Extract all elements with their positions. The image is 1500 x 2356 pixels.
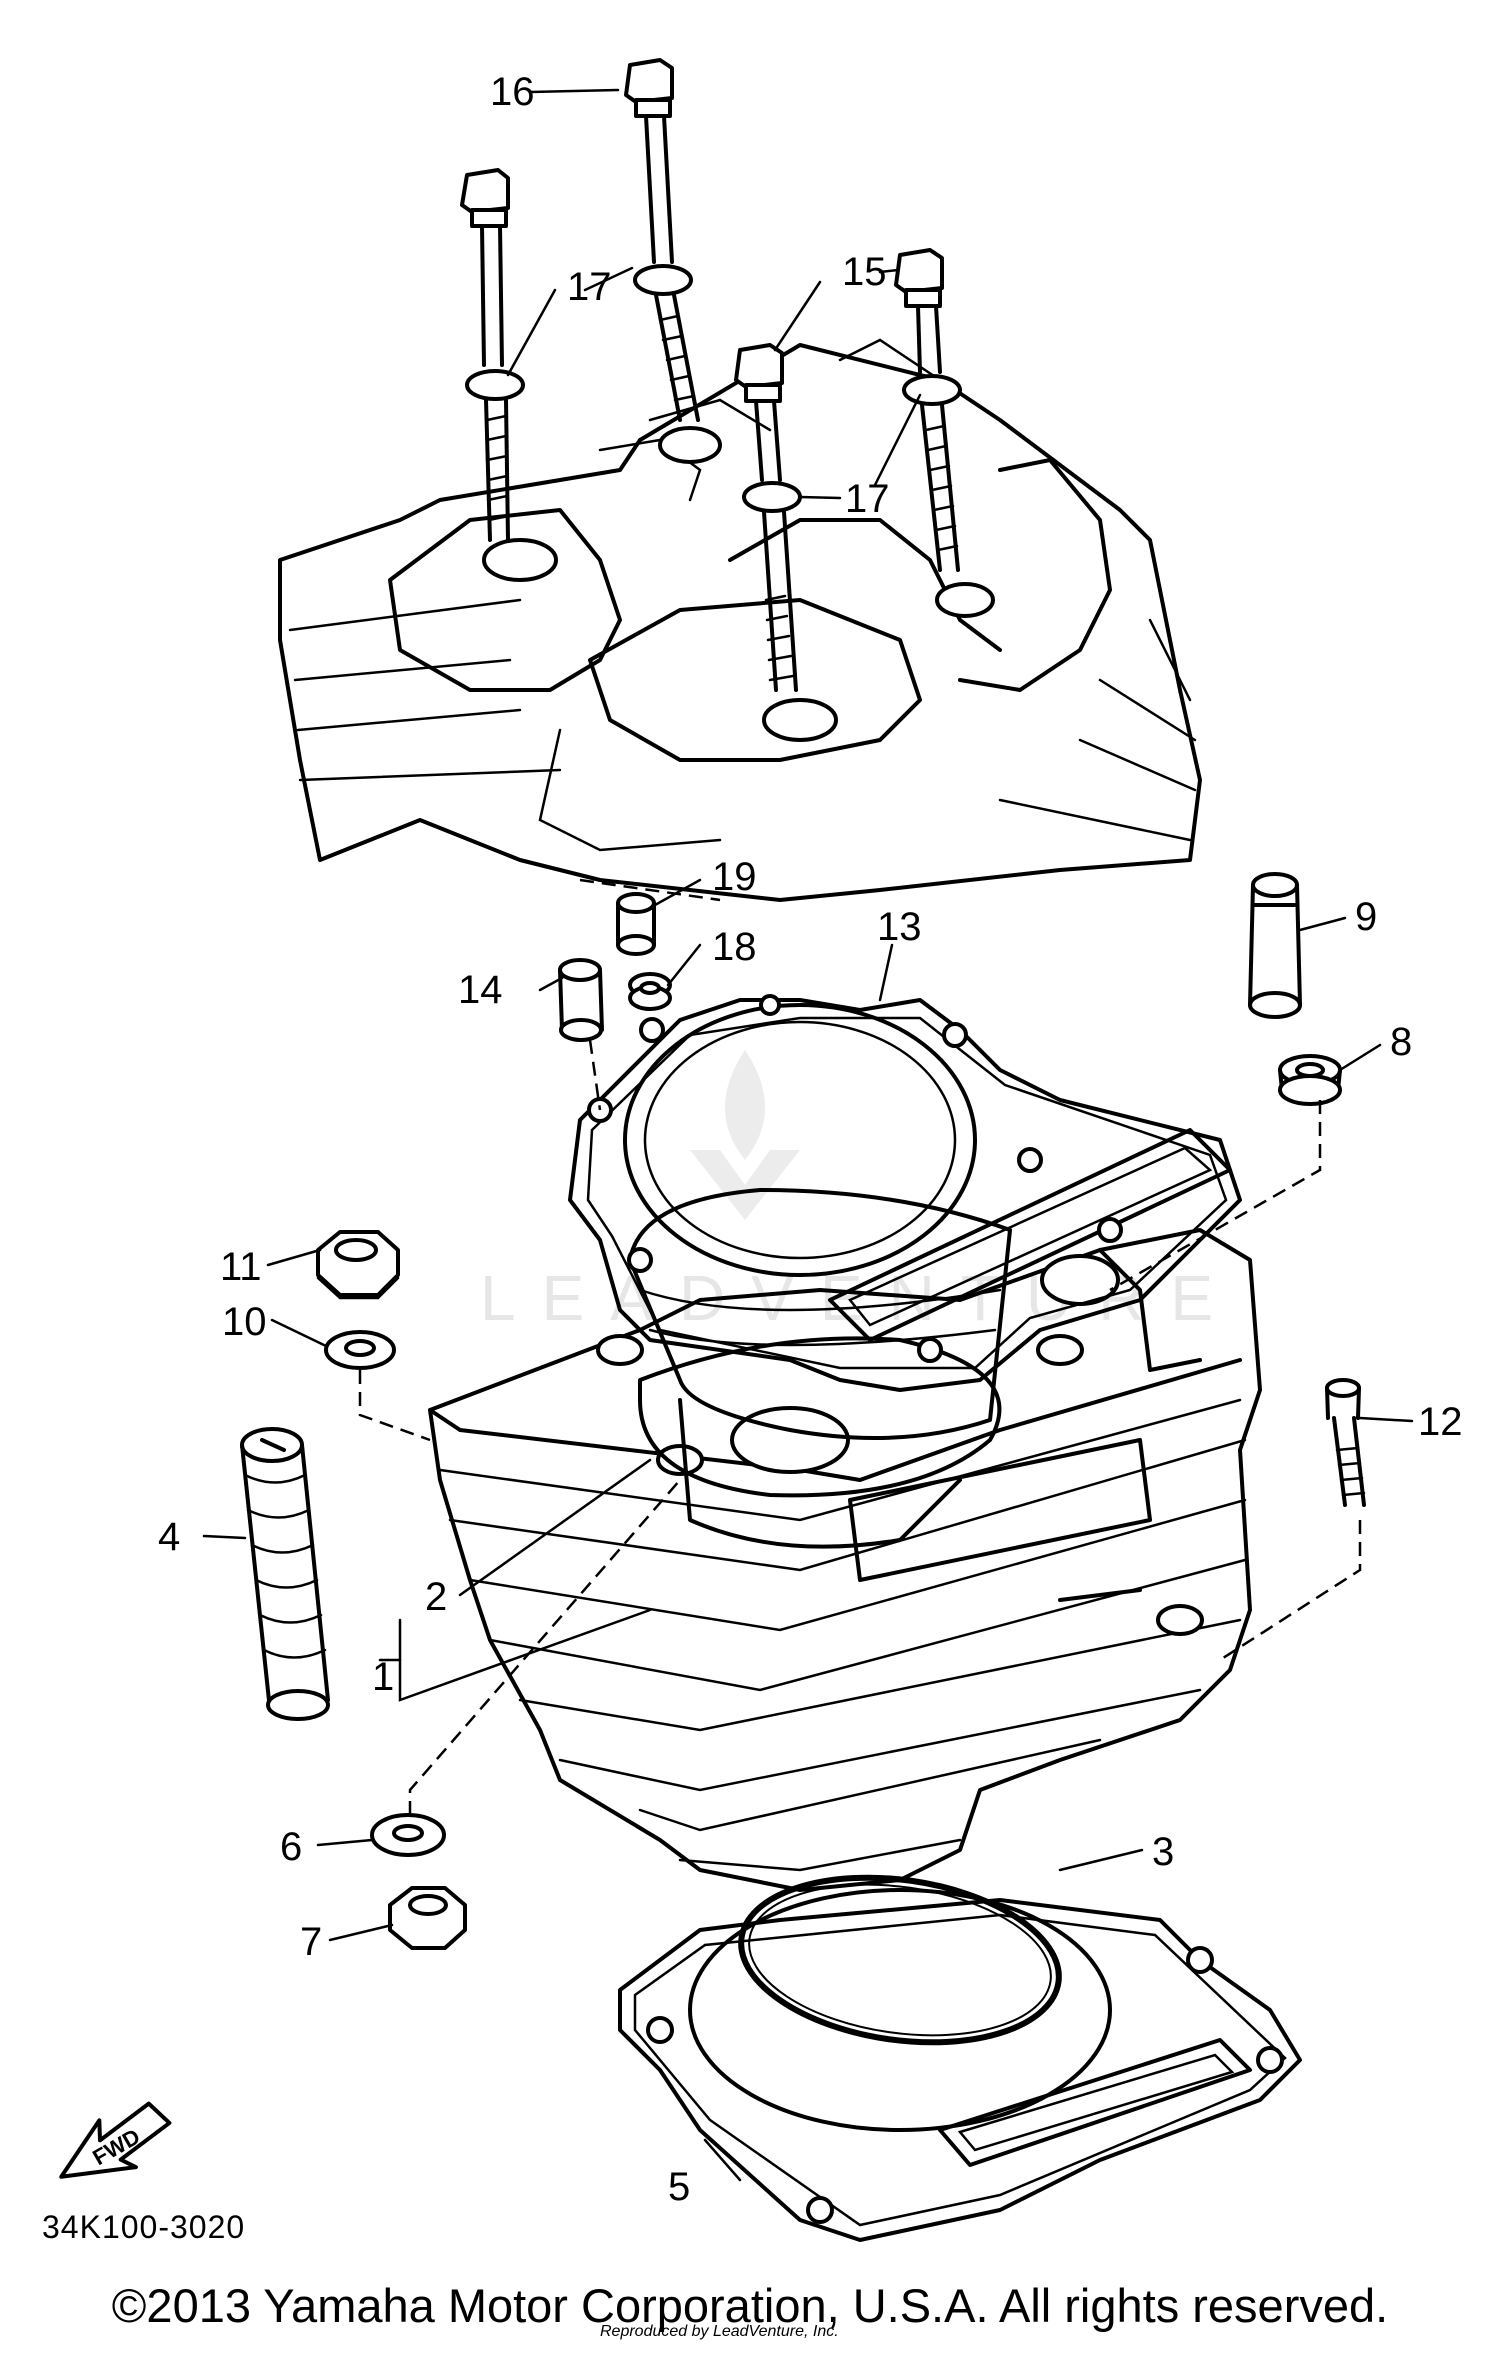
callout-17-left: 17 <box>567 265 612 309</box>
leader-lines <box>202 88 1414 2182</box>
callout-5: 5 <box>668 2165 690 2209</box>
dowel-pin-9 <box>1248 872 1302 1019</box>
nut-7 <box>388 1886 467 1950</box>
callout-12: 12 <box>1418 1400 1463 1444</box>
o-ring-18 <box>628 972 672 1011</box>
washer-6 <box>370 1479 681 1857</box>
copyright-notice: ©2013 Yamaha Motor Corporation, U.S.A. A… <box>111 2279 1389 2332</box>
callout-4: 4 <box>158 1515 180 1559</box>
callout-9: 9 <box>1355 895 1377 939</box>
callout-10: 10 <box>222 1300 267 1344</box>
callout-2: 2 <box>425 1575 447 1619</box>
callout-14: 14 <box>458 968 503 1012</box>
dowel-pin-14 <box>558 958 604 1111</box>
cylinder-head <box>278 338 1202 902</box>
callout-11: 11 <box>220 1245 262 1289</box>
head-bolt-15-right <box>894 248 962 572</box>
callout-3: 3 <box>1152 1830 1174 1874</box>
callout-13: 13 <box>877 905 922 949</box>
head-bolt-16-left <box>460 168 525 542</box>
callout-6: 6 <box>280 1825 302 1869</box>
stud-bolt-4 <box>240 1427 330 1721</box>
callout-1: 1 <box>372 1655 394 1699</box>
callout-17-right: 17 <box>845 477 890 521</box>
nut-11 <box>316 1230 400 1300</box>
callout-18: 18 <box>712 925 757 969</box>
reproduction-note: Reproduced by LeadVenture, Inc. <box>600 2323 839 2340</box>
seal-8 <box>1109 1054 1342 1292</box>
callout-labels: 16 17 15 17 17 19 18 13 14 9 8 11 10 4 1… <box>158 70 1463 2209</box>
callout-16: 16 <box>490 70 535 114</box>
o-ring <box>738 1874 1062 2046</box>
fwd-arrow-icon: FWD <box>59 2101 172 2179</box>
washer-10 <box>324 1330 431 1442</box>
callout-19: 19 <box>712 855 757 899</box>
head-bolt-15-front <box>734 343 802 692</box>
cylinder-block <box>428 1228 1262 1892</box>
bolt-12 <box>1219 1378 1366 1662</box>
diagram-code: 34K100-3020 <box>42 2209 245 2245</box>
callout-8: 8 <box>1390 1020 1412 1064</box>
head-bolt-16-center <box>624 58 700 422</box>
callout-15: 15 <box>842 250 887 294</box>
base-gasket <box>618 1888 1302 2242</box>
cylinder-liner <box>628 1188 1012 1440</box>
callout-7: 7 <box>300 1920 322 1964</box>
dowel-pin-19 <box>616 892 656 956</box>
